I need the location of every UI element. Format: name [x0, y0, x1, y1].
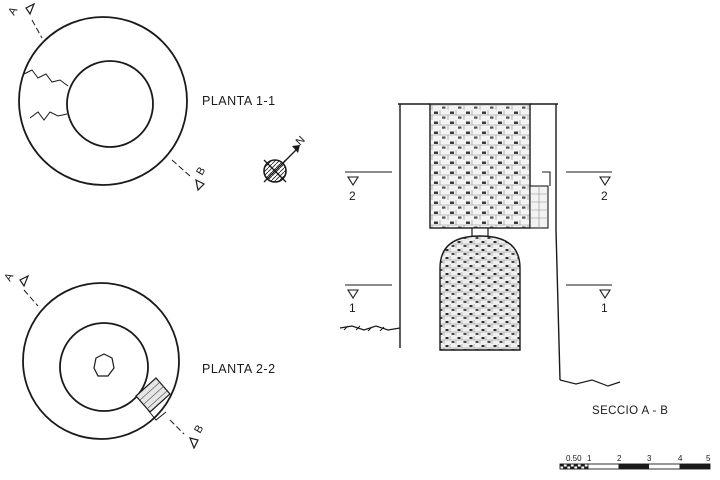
plan-2-2-section-arrow-b	[189, 437, 199, 450]
section-right-wall	[530, 103, 561, 381]
plan-2-2-inner-wall	[59, 322, 149, 412]
scale-label-3: 3	[647, 454, 652, 463]
scale-label-2: 2	[617, 454, 622, 463]
section-level-marker-1-right	[599, 289, 611, 300]
plan-2-2-outer-wall	[22, 282, 180, 440]
plan-1-1-section-arrow-b	[195, 178, 206, 192]
plan-1-1-section-line-b	[171, 159, 191, 177]
plan-2-2: A B PLANTA 2-2	[2, 271, 276, 450]
plan-2-2-section-line-a	[23, 289, 39, 307]
section-ground-left	[339, 325, 401, 331]
plan-1-1-section-line-a	[31, 19, 43, 39]
section-level-label-2-left: 2	[349, 189, 356, 203]
section-ground-right	[559, 379, 621, 387]
plan-1-1-outer-wall	[18, 16, 188, 186]
section-level-label-1-right: 1	[601, 301, 608, 315]
scale-label-5: 5	[706, 454, 711, 463]
plan-2-2-section-arrow-a	[19, 274, 30, 288]
plan-1-1-letter-a: A	[6, 5, 20, 18]
section-level-label-1-left: 1	[349, 301, 356, 315]
section-a-b: 2 2 1 1 SECCIO A - B	[339, 103, 668, 417]
section-level-marker-2-right	[599, 176, 611, 187]
section-level-label-2-right: 2	[601, 189, 608, 203]
plan-1-1-inner-wall	[66, 60, 154, 148]
plan-2-2-central-pillar	[93, 353, 115, 377]
scale-bar: 0.50 1 2 3 4 5	[559, 454, 711, 470]
plan-1-1: A B PLANTA 1-1	[6, 2, 276, 192]
section-left-wall	[398, 103, 430, 348]
section-level-marker-1-left	[347, 289, 359, 300]
section-lower-dome-chamber	[439, 235, 521, 351]
plan-2-2-section-line-b	[169, 419, 185, 435]
plan-2-2-letter-b: B	[192, 423, 206, 435]
section-title: SECCIO A - B	[592, 405, 668, 417]
plan-2-2-passage	[135, 377, 171, 421]
scale-label-0-50: 0.50	[566, 454, 582, 463]
section-side-annex	[529, 171, 551, 229]
plan-2-2-letter-a: A	[2, 271, 16, 284]
scale-label-4: 4	[678, 454, 683, 463]
plan-2-2-title: PLANTA 2-2	[202, 362, 276, 376]
plan-1-1-wall-breach	[23, 69, 69, 87]
section-level-marker-2-left	[347, 176, 359, 187]
plan-1-1-section-arrow-a	[25, 2, 36, 16]
plan-1-1-title: PLANTA 1-1	[202, 94, 276, 108]
section-upper-chamber	[429, 103, 531, 229]
plan-1-1-letter-b: B	[194, 165, 208, 177]
north-arrow: N	[263, 134, 308, 183]
scale-label-1: 1	[587, 454, 592, 463]
